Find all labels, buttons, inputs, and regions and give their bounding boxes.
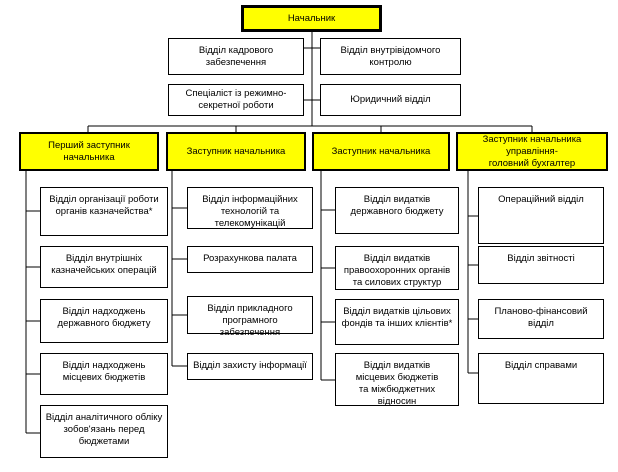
col1-dept-1: Відділ організації роботи органів казнач… (40, 187, 168, 236)
col3-dept-1: Відділ видатків державного бюджету (335, 187, 459, 234)
internal-control-box: Відділ внутрівідомчого контролю (320, 38, 461, 75)
col2-dept-1: Відділ інформаційних технологій та телек… (187, 187, 313, 229)
col1-dept-5-label: Відділ аналітичного обліку зобов'язань п… (45, 412, 163, 447)
col2-dept-3-label: Відділ прикладного програмного забезпече… (207, 303, 293, 338)
col1-dept-4: Відділ надходжень місцевих бюджетів (40, 353, 168, 395)
deputy-label-2: Заступник начальника (186, 145, 286, 157)
col2-dept-4: Відділ захисту інформації (187, 353, 313, 380)
deputy-label-4: Заступник начальника управління- головни… (482, 133, 582, 169)
col4-dept-3: Планово-фінансовий відділ (478, 299, 604, 339)
head-box: Начальник (241, 5, 382, 32)
col2-dept-2-label: Розрахункова палата (203, 253, 297, 264)
regime-specialist-label: Спеціаліст із режимно- секретної роботи (185, 88, 287, 111)
col1-dept-5: Відділ аналітичного обліку зобов'язань п… (40, 405, 168, 458)
col1-dept-4-label: Відділ надходжень місцевих бюджетів (62, 360, 146, 383)
col4-dept-3-label: Планово-фінансовий відділ (494, 306, 588, 329)
deputy-box-1: Перший заступник начальника (19, 132, 159, 171)
col2-dept-3: Відділ прикладного програмного забезпече… (187, 296, 313, 338)
deputy-box-2: Заступник начальника (166, 132, 306, 171)
col4-dept-2: Відділ звітності (478, 246, 604, 284)
col3-dept-3-label: Відділ видатків цільових фондів та інших… (341, 306, 453, 329)
hr-department-label: Відділ кадрового забезпечення (198, 44, 274, 68)
col4-dept-4-label: Відділ справами (504, 360, 578, 371)
col2-dept-4-label: Відділ захисту інформації (193, 360, 307, 371)
head-label: Начальник (287, 12, 336, 24)
col2-dept-1-label: Відділ інформаційних технологій та телек… (202, 194, 298, 229)
regime-specialist-box: Спеціаліст із режимно- секретної роботи (168, 84, 304, 116)
deputy-label-1: Перший заступник начальника (48, 139, 130, 163)
col1-dept-2-label: Відділ внутрішніх казначейських операцій (51, 253, 157, 276)
col3-dept-1-label: Відділ видатків державного бюджету (350, 194, 444, 217)
internal-control-label: Відділ внутрівідомчого контролю (340, 44, 441, 68)
col2-dept-2: Розрахункова палата (187, 246, 313, 273)
col3-dept-2: Відділ видатків правоохоронних органів т… (335, 246, 459, 290)
col4-dept-1: Операційний відділ (478, 187, 604, 244)
deputy-box-4: Заступник начальника управління- головни… (456, 132, 608, 171)
col3-dept-2-label: Відділ видатків правоохоронних органів т… (343, 253, 451, 288)
hr-department-box: Відділ кадрового забезпечення (168, 38, 304, 75)
col1-dept-1-label: Відділ організації роботи органів казнач… (49, 194, 159, 217)
legal-department-box: Юридичний відділ (320, 84, 461, 116)
deputy-label-3: Заступник начальника (331, 145, 431, 157)
deputy-box-3: Заступник начальника (312, 132, 450, 171)
col3-dept-3: Відділ видатків цільових фондів та інших… (335, 299, 459, 345)
col3-dept-4: Відділ видатків місцевих бюджетів та між… (335, 353, 459, 407)
col4-dept-4: Відділ справами (478, 353, 604, 404)
col4-dept-1-label: Операційний відділ (498, 194, 584, 205)
legal-department-label: Юридичний відділ (350, 94, 431, 105)
col1-dept-2: Відділ внутрішніх казначейських операцій (40, 246, 168, 288)
col3-dept-4-label: Відділ видатків місцевих бюджетів та між… (355, 360, 439, 407)
col4-dept-2-label: Відділ звітності (507, 253, 575, 264)
col1-dept-3-label: Відділ надходжень державного бюджету (57, 306, 151, 329)
col1-dept-3: Відділ надходжень державного бюджету (40, 299, 168, 343)
